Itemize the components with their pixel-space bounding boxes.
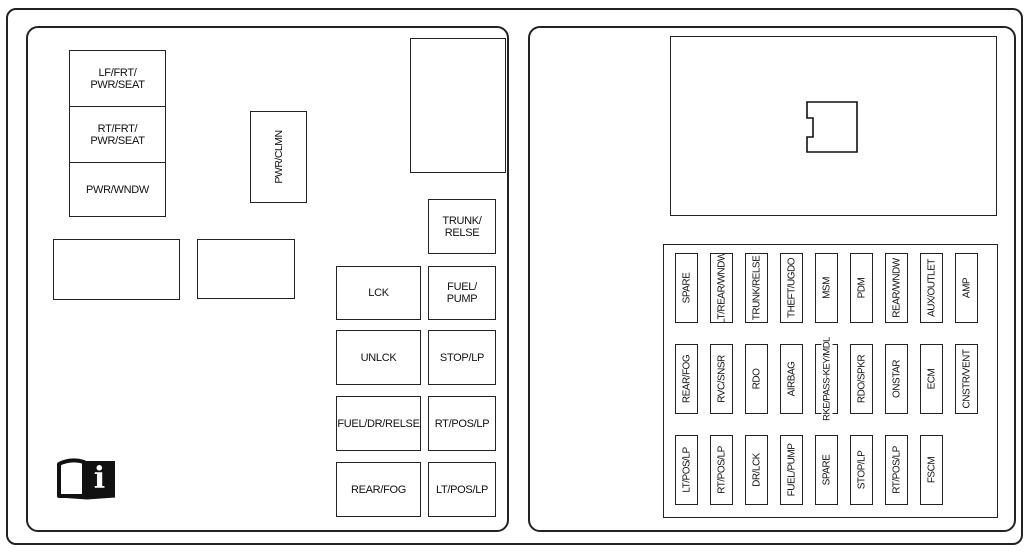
fuse-lt-rear-wndw[interactable]: LT/REAR/WNDW <box>710 253 733 323</box>
fuse-rt-pos-lp-2[interactable]: RT/POS/LP <box>885 435 908 505</box>
fuse-label: AMP <box>961 277 972 299</box>
fuse-label: THEFT/UGDO <box>786 258 797 318</box>
fuse-label: DR/LCK <box>751 453 762 487</box>
owners-manual-icon: i <box>56 456 118 500</box>
fuse-label: FUEL/PUMP <box>786 443 797 497</box>
relay-label: UNLCK <box>360 351 397 364</box>
fuse-label: AUX/OUTLET <box>926 259 937 317</box>
relay-rear-fog[interactable]: REAR/FOG <box>336 462 421 517</box>
fuse-label: RT/POS/LP <box>891 446 902 494</box>
relay-lck[interactable]: LCK <box>336 266 421 320</box>
relay-unlck[interactable]: UNLCK <box>336 330 421 385</box>
fuse-label: TRUNK/RELSE <box>751 255 762 321</box>
relay-label: FUEL/ PUMP <box>446 281 478 305</box>
breaker-label: LF/FRT/ PWR/SEAT <box>90 66 145 91</box>
relay-fuel-dr-relse[interactable]: FUEL/DR/RELSE <box>336 396 421 451</box>
fuse-onstar[interactable]: ONSTAR <box>885 344 908 414</box>
relay-lt-pos-lp[interactable]: LT/POS/LP <box>428 462 496 517</box>
fuse-label: SPARE <box>821 454 832 486</box>
fuse-label: LT/POS/LP <box>681 447 692 493</box>
fuse-label: RT/POS/LP <box>716 446 727 494</box>
fuse-rt-pos-lp[interactable]: RT/POS/LP <box>710 435 733 505</box>
fuse-label: REAR/WNDW <box>891 258 902 318</box>
connector-icon <box>804 99 860 155</box>
fuse-spare[interactable]: SPARE <box>675 253 698 323</box>
empty-relay-slot-2 <box>197 239 295 299</box>
fuse-label: CNSTR/VENT <box>961 349 972 409</box>
breaker-lf-frt-pwr-seat[interactable]: LF/FRT/ PWR/SEAT <box>69 50 166 107</box>
fuse-label: SPARE <box>681 272 692 304</box>
fuse-box-outline <box>6 8 1023 545</box>
fuse-label: MSM <box>821 277 832 299</box>
relay-label: LCK <box>368 287 389 299</box>
fuse-label: RDO/SPKR <box>856 354 867 404</box>
fuse-rvc-snsr[interactable]: RVC/SNSR <box>710 344 733 414</box>
fuse-fuel-pump[interactable]: FUEL/PUMP <box>780 435 803 505</box>
fuse-label: ECM <box>926 368 937 390</box>
fuse-ecm[interactable]: ECM <box>920 344 943 414</box>
fuse-label: RDO <box>751 368 762 390</box>
fuse-trunk-relse[interactable]: TRUNK/RELSE <box>745 253 768 323</box>
fuse-amp[interactable]: AMP <box>955 253 978 323</box>
breaker-pwr-clmn[interactable]: PWR/CLMN <box>250 111 307 203</box>
fuse-label: REAR/FOG <box>681 354 692 404</box>
fuse-rke-pass-key-mdl[interactable]: RKE/PASS-KEY/MDL <box>815 337 838 421</box>
fuse-aux-outlet[interactable]: AUX/OUTLET <box>920 253 943 323</box>
left-fuse-panel <box>26 26 509 532</box>
info-glyph: i <box>93 461 106 496</box>
fuse-label: RKE/PASS-KEY/MDL <box>821 337 832 421</box>
fuse-rear-wndw[interactable]: REAR/WNDW <box>885 253 908 323</box>
fuse-label: AIRBAG <box>786 361 797 397</box>
fuse-theft-ugdo[interactable]: THEFT/UGDO <box>780 253 803 323</box>
breaker-label: PWR/CLMN <box>272 130 285 184</box>
relay-rt-pos-lp[interactable]: RT/POS/LP <box>428 396 496 451</box>
relay-fuel-pump[interactable]: FUEL/ PUMP <box>428 266 496 320</box>
breaker-label: RT/FRT/ PWR/SEAT <box>90 122 145 147</box>
fuse-lt-pos-lp[interactable]: LT/POS/LP <box>675 435 698 505</box>
fuse-label: LT/REAR/WNDW <box>716 253 727 323</box>
empty-relay-slot-3 <box>410 38 506 173</box>
fuse-airbag[interactable]: AIRBAG <box>780 344 803 414</box>
fuse-rdo[interactable]: RDO <box>745 344 768 414</box>
relay-label: REAR/FOG <box>350 483 407 496</box>
relay-label: TRUNK/ RELSE <box>442 214 482 239</box>
relay-label: FUEL/DR/RELSE <box>337 417 420 430</box>
right-fuse-panel <box>528 26 1016 532</box>
fuse-rdo-spkr[interactable]: RDO/SPKR <box>850 344 873 414</box>
fuse-label: RVC/SNSR <box>716 355 727 403</box>
fuse-label: PDM <box>856 277 867 299</box>
empty-relay-slot-1 <box>53 239 180 300</box>
relay-label: RT/POS/LP <box>434 417 490 430</box>
fuse-fscm[interactable]: FSCM <box>920 435 943 505</box>
breaker-label: PWR/WNDW <box>86 183 149 196</box>
fuse-label: ONSTAR <box>891 360 902 398</box>
relay-stop-lp[interactable]: STOP/LP <box>428 330 496 385</box>
fuse-cnstr-vent[interactable]: CNSTR/VENT <box>955 344 978 414</box>
relay-label: STOP/LP <box>439 351 485 364</box>
fuse-spare-2[interactable]: SPARE <box>815 435 838 505</box>
fuse-dr-lck[interactable]: DR/LCK <box>745 435 768 505</box>
relay-label: LT/POS/LP <box>435 483 489 496</box>
fuse-pdm[interactable]: PDM <box>850 253 873 323</box>
relay-trunk-relse[interactable]: TRUNK/ RELSE <box>428 199 496 254</box>
fuse-stop-lp[interactable]: STOP/LP <box>850 435 873 505</box>
breaker-rt-frt-pwr-seat[interactable]: RT/FRT/ PWR/SEAT <box>69 106 166 163</box>
fuse-rear-fog[interactable]: REAR/FOG <box>675 344 698 414</box>
breaker-pwr-wndw[interactable]: PWR/WNDW <box>69 162 166 217</box>
fuse-msm[interactable]: MSM <box>815 253 838 323</box>
fuse-label: FSCM <box>926 456 937 484</box>
fuse-label: STOP/LP <box>856 450 867 490</box>
